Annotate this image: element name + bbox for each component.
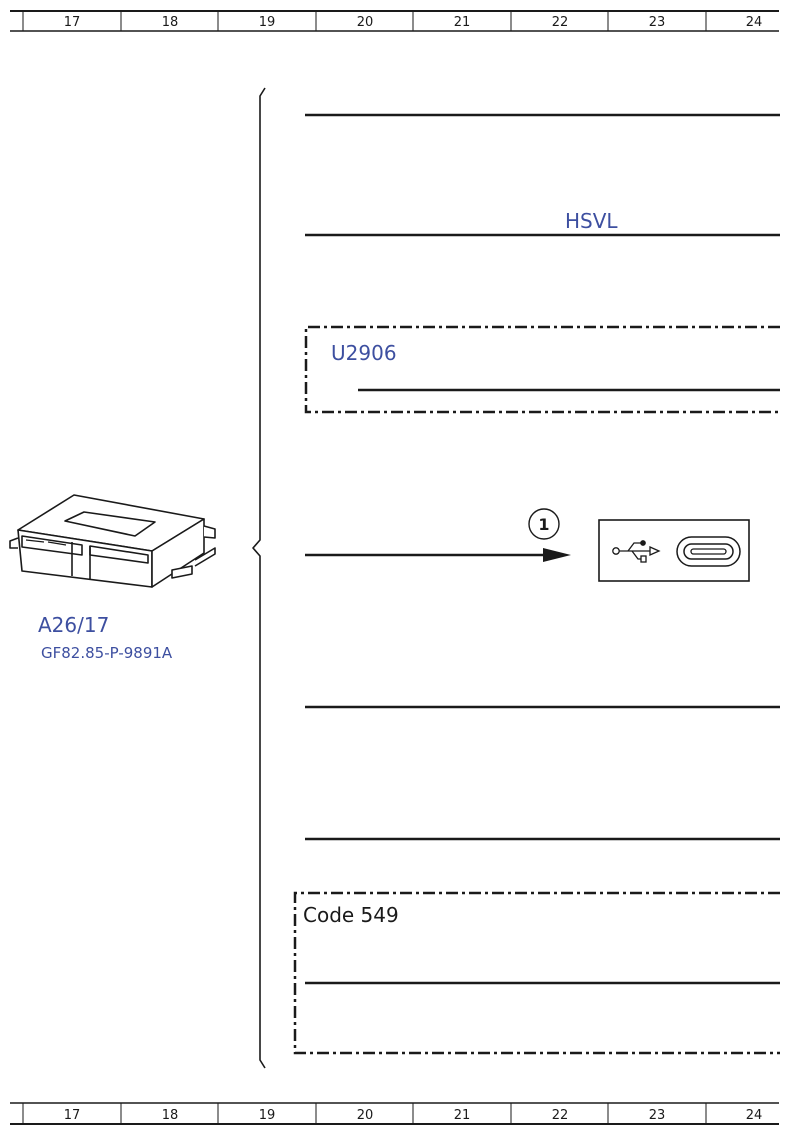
grid-col-19: 19 <box>259 1108 276 1123</box>
callout-number: 1 <box>538 515 549 534</box>
component-doc-label: GF82.85-P-9891A <box>41 644 173 662</box>
grid-col-20: 20 <box>357 1108 374 1123</box>
control-module-icon <box>9 494 216 588</box>
grid-col-21: 21 <box>454 15 471 30</box>
callout-circle <box>528 508 560 540</box>
grid-col-18: 18 <box>162 1108 179 1123</box>
grid-col-17: 17 <box>64 1108 81 1123</box>
grid-col-22: 22 <box>552 1108 569 1123</box>
grid-col-18: 18 <box>162 15 179 30</box>
top-grid-ruler <box>10 10 779 32</box>
usb-c-port-icon <box>676 536 741 567</box>
usb-arrow-head <box>543 548 571 562</box>
group-brace <box>252 87 266 1069</box>
grid-col-21: 21 <box>454 1108 471 1123</box>
grid-col-22: 22 <box>552 15 569 30</box>
grid-col-23: 23 <box>649 15 666 30</box>
grid-col-20: 20 <box>357 15 374 30</box>
grid-col-24: 24 <box>746 15 763 30</box>
bottom-grid-ruler <box>10 1102 779 1125</box>
component-id-label: A26/17 <box>38 613 109 637</box>
grid-col-23: 23 <box>649 1108 666 1123</box>
bottom-grid-numbers: 17 18 19 20 21 22 23 24 <box>64 1108 763 1123</box>
top-grid-numbers: 17 18 19 20 21 22 23 24 <box>64 15 763 30</box>
grid-col-19: 19 <box>259 15 276 30</box>
grid-col-17: 17 <box>64 15 81 30</box>
u2906-label: U2906 <box>331 341 397 365</box>
code-549-label: Code 549 <box>303 903 399 927</box>
usb-icon <box>612 540 661 563</box>
grid-col-24: 24 <box>746 1108 763 1123</box>
hsvl-label: HSVL <box>565 209 618 233</box>
u2906-box <box>304 325 780 414</box>
